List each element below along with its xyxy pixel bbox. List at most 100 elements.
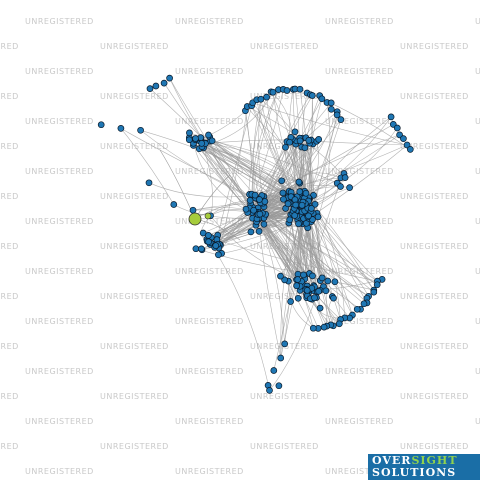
graph-node: [291, 128, 299, 136]
graph-node: [208, 137, 216, 145]
graph-node: [370, 288, 378, 296]
logo-sight: SIGHT: [411, 454, 458, 467]
watermark-text: UNREGISTERED: [325, 317, 394, 326]
graph-node: [205, 238, 212, 246]
watermark-text: UNREGISTERED: [0, 42, 19, 51]
watermark-text: UNREGISTERED: [0, 292, 19, 301]
watermark-text: UNREGISTERED: [400, 142, 469, 151]
graph-node: [146, 85, 154, 92]
watermark-text: UNREGISTERED: [475, 267, 480, 276]
graph-edge: [245, 110, 260, 201]
watermark-text: UNREGISTERED: [325, 167, 394, 176]
graph-node: [186, 129, 193, 137]
watermark-text: UNREGISTERED: [475, 217, 480, 226]
graph-edge: [201, 218, 309, 250]
watermark-text: UNREGISTERED: [400, 42, 469, 51]
graph-edge: [216, 239, 378, 282]
graph-node: [269, 88, 277, 96]
graph-node: [293, 282, 301, 290]
graph-node: [346, 184, 353, 191]
watermark-text: UNREGISTERED: [400, 242, 469, 251]
graph-node: [296, 85, 304, 93]
graph-node: [281, 340, 289, 348]
graph-node: [286, 216, 294, 224]
graph-node: [330, 294, 337, 302]
graph-node: [160, 79, 168, 87]
watermark-text: UNREGISTERED: [25, 117, 94, 126]
graph-node: [316, 304, 324, 312]
watermark-text: UNREGISTERED: [400, 392, 469, 401]
watermark-text: UNREGISTERED: [100, 442, 169, 451]
graph-node: [295, 178, 303, 186]
graph-node: [400, 135, 407, 142]
graph-node: [311, 294, 318, 302]
graph-edge: [258, 134, 400, 220]
graph-node: [287, 298, 294, 305]
watermark-text: UNREGISTERED: [475, 167, 480, 176]
edge-layer: [120, 77, 411, 391]
graph-node: [198, 245, 205, 253]
watermark-text: UNREGISTERED: [25, 167, 94, 176]
watermark-text: UNREGISTERED: [100, 342, 169, 351]
graph-node: [152, 82, 160, 90]
graph-edge: [298, 111, 338, 183]
graph-node: [309, 272, 316, 280]
graph-edge: [252, 102, 408, 146]
graph-node: [295, 220, 302, 228]
watermark-text: UNREGISTERED: [0, 92, 19, 101]
graph-node: [189, 206, 197, 214]
graph-node: [335, 320, 343, 328]
watermark-text: UNREGISTERED: [475, 367, 480, 376]
graph-node: [266, 387, 273, 394]
graph-edge: [120, 128, 260, 201]
watermark-text: UNREGISTERED: [100, 192, 169, 201]
graph-edge: [169, 77, 259, 213]
watermark-text: UNREGISTERED: [25, 217, 94, 226]
graph-edge: [258, 119, 342, 219]
graph-node: [305, 212, 312, 220]
graph-node: [294, 294, 302, 302]
graph-node: [296, 137, 304, 145]
graph-edge: [308, 144, 408, 219]
graph-node: [327, 99, 335, 107]
graph-node: [341, 174, 349, 181]
watermark-text: UNREGISTERED: [175, 217, 244, 226]
graph-node: [117, 125, 125, 132]
graph-node: [275, 382, 283, 390]
watermark-text: UNREGISTERED: [0, 442, 19, 451]
graph-edge: [193, 143, 247, 210]
watermark-text: UNREGISTERED: [475, 117, 480, 126]
watermark-text: UNREGISTERED: [475, 317, 480, 326]
graph-node: [185, 136, 193, 144]
graph-node: [314, 213, 322, 221]
graph-edge: [311, 208, 378, 282]
graph-node: [281, 276, 288, 284]
graph-node: [315, 287, 323, 295]
graph-node: [311, 200, 319, 208]
watermark-text: UNREGISTERED: [250, 392, 319, 401]
graph-node: [324, 277, 332, 285]
graph-edge: [210, 215, 297, 281]
graph-node: [308, 205, 315, 212]
graph-edge: [257, 207, 369, 297]
watermark-text: UNREGISTERED: [325, 367, 394, 376]
graph-node: [166, 74, 173, 82]
focus-node: [188, 212, 202, 226]
graph-node: [296, 188, 304, 195]
graph-node: [294, 276, 302, 283]
graph-node: [353, 305, 361, 313]
watermark-text: UNREGISTERED: [400, 442, 469, 451]
graph-node: [256, 210, 264, 218]
focus-neighbor-node: [204, 212, 212, 220]
graph-node: [300, 271, 307, 279]
graph-node: [250, 206, 257, 214]
watermark-text: UNREGISTERED: [0, 392, 19, 401]
logo-over: OVER: [372, 454, 412, 467]
graph-node: [277, 272, 284, 280]
graph-edge: [148, 182, 256, 198]
watermark-text: UNREGISTERED: [325, 67, 394, 76]
graph-node: [280, 195, 287, 203]
graph-edge: [301, 138, 314, 209]
watermark-text: UNREGISTERED: [100, 292, 169, 301]
graph-node: [255, 228, 263, 235]
